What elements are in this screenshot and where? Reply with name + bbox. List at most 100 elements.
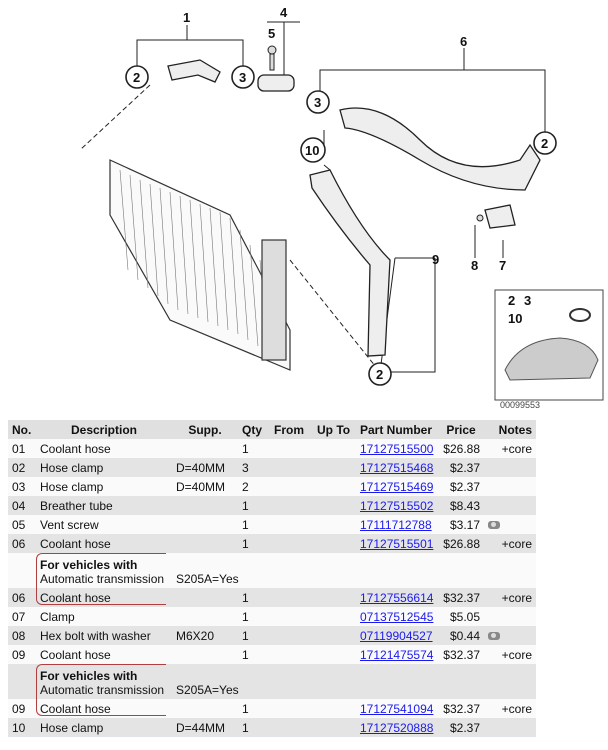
item-description: Coolant hose xyxy=(40,441,111,456)
item-supp xyxy=(172,645,238,664)
item-no: 04 xyxy=(8,496,36,515)
part-number-link[interactable]: 17127520888 xyxy=(360,720,434,735)
table-header: No. Description Supp. Qty From Up To Par… xyxy=(8,420,536,439)
item-no: 05 xyxy=(8,515,36,534)
diagram-image-id: 00099553 xyxy=(500,400,540,410)
svg-text:3: 3 xyxy=(239,70,246,85)
item-price: $2.37 xyxy=(438,477,484,496)
condition-title: For vehicles with xyxy=(40,558,138,572)
item-qty: 1 xyxy=(238,588,270,607)
item-price: $32.37 xyxy=(438,699,484,718)
item-no: 06 xyxy=(8,534,36,553)
item-qty: 1 xyxy=(238,607,270,626)
item-price: $5.05 xyxy=(438,607,484,626)
item-qty: 1 xyxy=(238,496,270,515)
item-notes: +core xyxy=(501,647,532,662)
table-row: 09 Coolant hose 1 17121475574 $32.37 +core xyxy=(8,645,536,664)
col-upto: Up To xyxy=(313,420,356,439)
item-no: 02 xyxy=(8,458,36,477)
svg-text:10: 10 xyxy=(305,143,319,158)
callout-2: 2 xyxy=(125,65,149,89)
item-description: Breather tube xyxy=(40,498,113,513)
part-number-link[interactable]: 17127515500 xyxy=(360,441,434,456)
part-number-link[interactable]: 17111712788 xyxy=(360,517,432,532)
item-supp: D=44MM xyxy=(172,718,238,737)
item-qty: 1 xyxy=(238,699,270,718)
col-supp: Supp. xyxy=(172,420,238,439)
item-supp xyxy=(172,588,238,607)
callout-6: 6 xyxy=(460,34,467,49)
item-notes: +core xyxy=(501,441,532,456)
item-qty: 1 xyxy=(238,645,270,664)
col-price: Price xyxy=(438,420,484,439)
item-price: $3.17 xyxy=(438,515,484,534)
part-number-link[interactable]: 17127515502 xyxy=(360,498,434,513)
item-description: Vent screw xyxy=(40,517,99,532)
part-number-link[interactable]: 17127541094 xyxy=(360,701,434,716)
item-no: 08 xyxy=(8,626,36,645)
parts-diagram: 2 3 10 00099553 1 4 5 6 8 7 9 2 3 3 2 10… xyxy=(79,5,604,410)
item-supp xyxy=(172,439,238,458)
item-description: Hex bolt with washer xyxy=(40,628,151,643)
item-price: $2.37 xyxy=(438,458,484,477)
item-supp xyxy=(172,699,238,718)
item-price: $32.37 xyxy=(438,645,484,664)
item-description: Hose clamp xyxy=(40,479,104,494)
part-number-link[interactable]: 17127515469 xyxy=(360,479,434,494)
condition-text: Automatic transmission xyxy=(40,683,165,697)
callout-8: 8 xyxy=(471,258,478,273)
item-price: $26.88 xyxy=(438,534,484,553)
item-supp xyxy=(172,607,238,626)
col-no: No. xyxy=(8,420,36,439)
part-number-link[interactable]: 17127556614 xyxy=(360,590,434,605)
callout-3: 3 xyxy=(231,65,255,89)
camera-icon[interactable] xyxy=(488,521,500,530)
parts-table: No. Description Supp. Qty From Up To Par… xyxy=(8,420,536,737)
item-supp: D=40MM xyxy=(172,458,238,477)
callout-9: 9 xyxy=(432,252,439,267)
item-notes: +core xyxy=(501,590,532,605)
item-supp xyxy=(172,534,238,553)
item-no: 09 xyxy=(8,645,36,664)
svg-text:2: 2 xyxy=(376,367,383,382)
callout-3b: 3 xyxy=(306,90,330,114)
item-supp xyxy=(172,496,238,515)
radiator xyxy=(109,159,291,371)
item-description: Coolant hose xyxy=(40,536,111,551)
callout-1: 1 xyxy=(183,10,190,25)
svg-text:2: 2 xyxy=(133,70,140,85)
item-qty: 1 xyxy=(238,626,270,645)
item-no: 03 xyxy=(8,477,36,496)
condition-supp: S205A=Yes xyxy=(172,553,239,588)
item-supp xyxy=(172,515,238,534)
item-qty: 2 xyxy=(238,477,270,496)
item-no: 09 xyxy=(8,699,36,718)
part-number-link[interactable]: 17121475574 xyxy=(360,647,434,662)
part-number-link[interactable]: 07137512545 xyxy=(360,609,434,624)
item-no: 07 xyxy=(8,607,36,626)
item-description: Clamp xyxy=(40,609,75,624)
svg-text:10: 10 xyxy=(508,311,522,326)
part-number-link[interactable]: 07119904527 xyxy=(360,628,433,643)
col-part-number: Part Number xyxy=(356,420,438,439)
camera-icon[interactable] xyxy=(488,632,500,641)
item-no: 10 xyxy=(8,718,36,737)
condition-text: Automatic transmission xyxy=(40,572,165,586)
svg-text:3: 3 xyxy=(314,95,321,110)
callout-2b: 2 xyxy=(533,131,557,155)
item-description: Hose clamp xyxy=(40,460,104,475)
callout-10: 10 xyxy=(300,137,326,163)
table-row: 07 Clamp 1 07137512545 $5.05 xyxy=(8,607,536,626)
item-description: Coolant hose xyxy=(40,647,111,662)
part-number-link[interactable]: 17127515468 xyxy=(360,460,434,475)
part-number-link[interactable]: 17127515501 xyxy=(360,536,434,551)
item-qty: 3 xyxy=(238,458,270,477)
callout-4: 4 xyxy=(280,5,288,20)
